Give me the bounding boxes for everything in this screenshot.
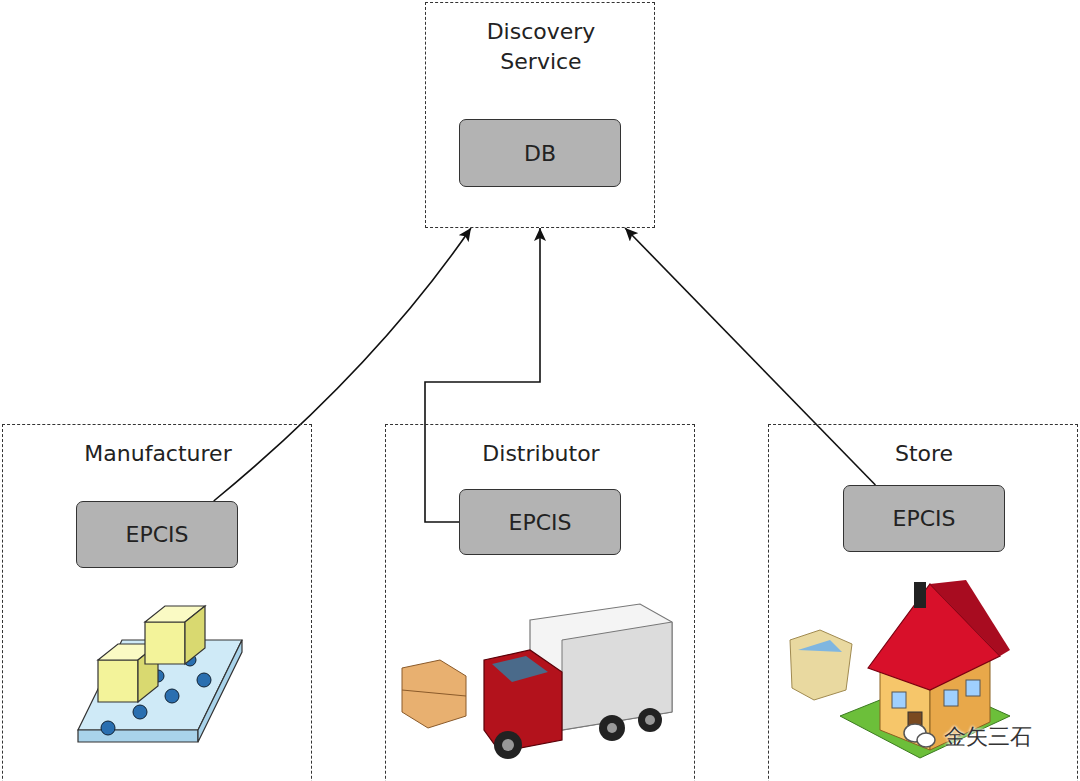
epcis-box: EPCIS bbox=[459, 489, 621, 555]
box-title: Discovery Service bbox=[466, 17, 616, 77]
watermark: 金矢三石 bbox=[944, 722, 1032, 752]
box-title: Store bbox=[779, 439, 1069, 469]
service-box: Discovery ServiceDB bbox=[425, 2, 655, 228]
party-box: DistributorEPCIS bbox=[385, 424, 695, 781]
box-title: Distributor bbox=[396, 439, 686, 469]
database-box: DB bbox=[459, 119, 621, 187]
epcis-box: EPCIS bbox=[843, 485, 1005, 552]
wechat-icon bbox=[904, 724, 935, 747]
box-label: EPCIS bbox=[893, 506, 956, 531]
conveyor-illustration bbox=[78, 606, 242, 742]
box-label: EPCIS bbox=[126, 522, 189, 547]
box-label: EPCIS bbox=[509, 510, 572, 535]
box-title: Manufacturer bbox=[13, 439, 303, 469]
box-label: DB bbox=[524, 141, 556, 166]
party-box: ManufacturerEPCIS bbox=[2, 424, 312, 781]
connector-arrow bbox=[625, 228, 875, 485]
connector-arrow bbox=[425, 228, 540, 522]
truck-illustration bbox=[402, 604, 672, 759]
epcis-box: EPCIS bbox=[76, 501, 238, 568]
connector-arrow bbox=[214, 228, 471, 501]
